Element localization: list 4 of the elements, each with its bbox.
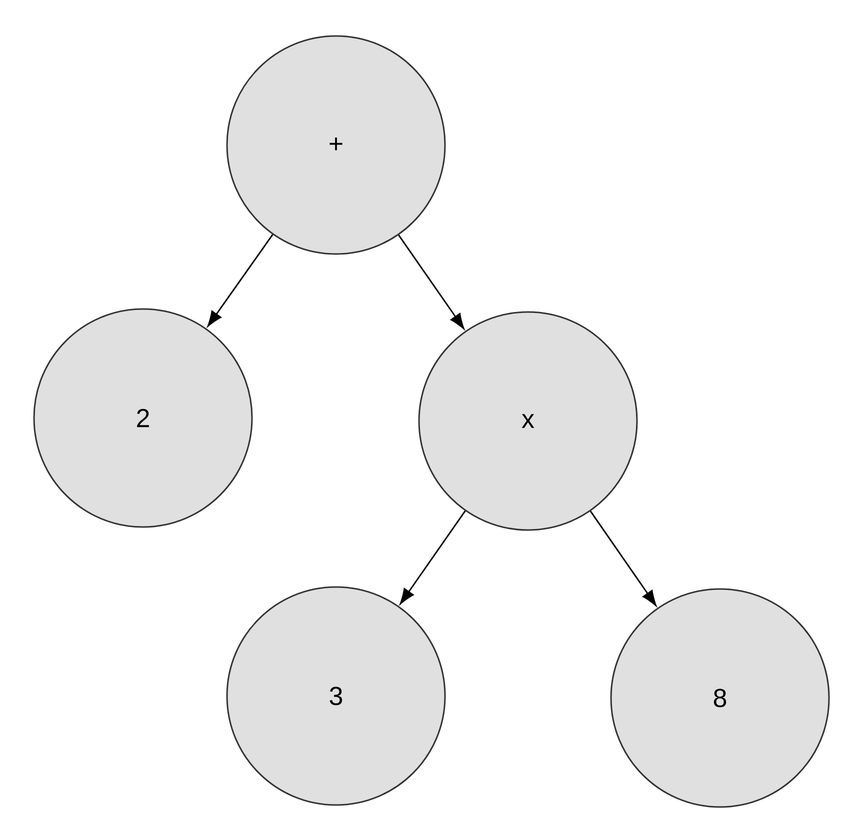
- arrow: [398, 234, 464, 330]
- arrow: [590, 510, 656, 606]
- arrow: [400, 510, 466, 604]
- arrow: [207, 234, 274, 327]
